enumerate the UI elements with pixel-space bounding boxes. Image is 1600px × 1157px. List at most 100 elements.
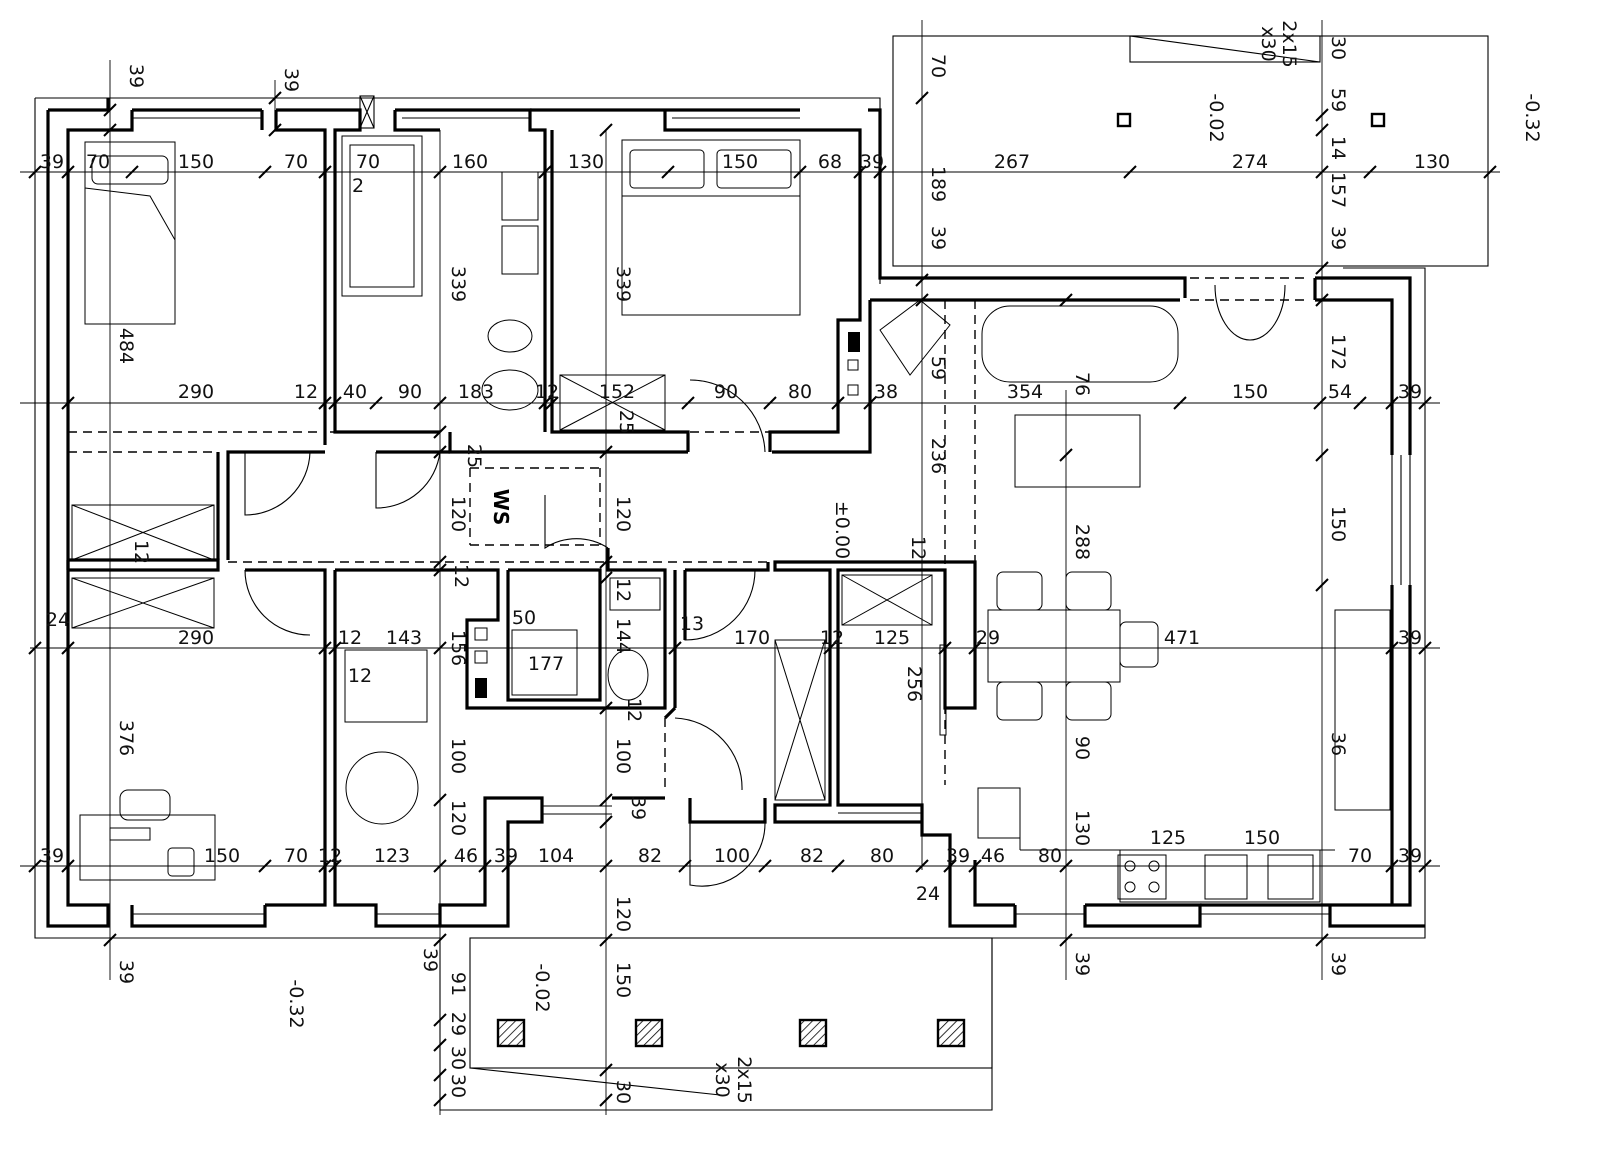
dimension-label: 80	[870, 845, 894, 867]
dimension-tick	[433, 165, 447, 179]
dimension-label: 12	[623, 698, 645, 722]
dimension-label: 39	[1398, 627, 1422, 649]
dimension-label: 150	[1244, 827, 1280, 849]
dimension-label: 2x15	[733, 1056, 755, 1104]
dimension-label: 39	[1327, 226, 1349, 250]
dimension-label: 150	[722, 151, 758, 173]
dimension-label: 170	[734, 627, 770, 649]
dimension-label: 12	[820, 627, 844, 649]
furniture	[71, 135, 1391, 903]
dimension-tick	[103, 103, 117, 117]
level-marker-label: ±0.00	[831, 501, 853, 559]
dimension-lines	[20, 20, 1500, 1115]
dimension-ticks	[28, 91, 1497, 1107]
dimension-label: 12	[294, 381, 318, 403]
dimension-label: 120	[612, 496, 634, 532]
dimension-label: 12	[535, 381, 559, 403]
dimension-label: 12	[450, 564, 472, 588]
dimension-tick	[433, 555, 447, 569]
dimension-label: 150	[204, 845, 240, 867]
dimension-label: 29	[976, 627, 1000, 649]
dimension-tick	[1059, 859, 1073, 873]
dimension-label: 30	[447, 1074, 469, 1098]
dimension-label: 30	[1327, 36, 1349, 60]
dimension-tick	[433, 641, 447, 655]
level-marker-label: -0.02	[1205, 93, 1227, 142]
dimension-label: 70	[86, 151, 110, 173]
dimension-label: 256	[903, 666, 925, 702]
dimension-label: 54	[1328, 381, 1352, 403]
dimension-label: 339	[447, 266, 469, 302]
dimension-label: 183	[458, 381, 494, 403]
dimension-tick	[258, 165, 272, 179]
dimension-tick	[831, 859, 845, 873]
dimension-label: 189	[927, 166, 949, 202]
dimension-tick	[1313, 396, 1327, 410]
dimension-label: 39	[115, 960, 137, 984]
level-marker-label: -0.02	[531, 963, 553, 1012]
dimension-label: 70	[284, 845, 308, 867]
dimension-label: 90	[1071, 736, 1093, 760]
dimension-label: 100	[447, 738, 469, 774]
dimension-label: 14	[1327, 136, 1349, 160]
dimension-label: 152	[599, 381, 635, 403]
dimension-tick	[1315, 165, 1329, 179]
dimension-tick	[763, 396, 777, 410]
dimension-label: 39	[40, 151, 64, 173]
dimension-label: 25	[463, 444, 485, 468]
dimension-tick	[433, 396, 447, 410]
door-swings	[244, 284, 1286, 887]
level-marker-label: -0.32	[1521, 93, 1543, 142]
dimension-label: 177	[528, 653, 564, 675]
dimension-label: 39	[1398, 845, 1422, 867]
dimension-tick	[1353, 396, 1367, 410]
dimension-tick	[915, 273, 929, 287]
dimension-label: 125	[874, 627, 910, 649]
dimension-label: 90	[714, 381, 738, 403]
dimension-label: 59	[1327, 88, 1349, 112]
dimension-label: x30	[711, 1062, 733, 1097]
dimension-label: 290	[178, 381, 214, 403]
dimension-tick	[1173, 396, 1187, 410]
ws-label: WS	[489, 489, 513, 525]
dimension-label: 39	[40, 845, 64, 867]
dimension-label: 91	[447, 972, 469, 996]
dimension-label: 12	[338, 627, 362, 649]
dimension-label: 39	[419, 948, 441, 972]
walls	[46, 98, 1425, 928]
dimension-label: 104	[538, 845, 574, 867]
dimension-label: 30	[612, 1080, 634, 1104]
dimension-tick	[599, 1093, 613, 1107]
dimension-label: 156	[447, 630, 469, 666]
dimension-tick	[599, 123, 613, 137]
level-markers: -0.02-0.32±0.00-0.02-0.32	[285, 93, 1543, 1028]
outer-contour	[34, 35, 1489, 1111]
dimension-tick	[103, 933, 117, 947]
dimension-label: 39	[1398, 381, 1422, 403]
dimension-tick	[1315, 123, 1329, 137]
dimension-label: 100	[714, 845, 750, 867]
dimension-label: 39	[946, 845, 970, 867]
dimension-label: 130	[1071, 810, 1093, 846]
dimension-label: 39	[125, 64, 147, 88]
dimension-label: 80	[1038, 845, 1062, 867]
dimension-tick	[758, 859, 772, 873]
dashed-lines	[68, 277, 1310, 823]
windows	[132, 95, 1411, 915]
dimension-label: 2x15	[1278, 20, 1300, 68]
dimension-label: 39	[860, 151, 884, 173]
dimension-label: 150	[1327, 506, 1349, 542]
dimension-label: 29	[447, 1012, 469, 1036]
dimension-label: 120	[447, 496, 469, 532]
dimension-label: 82	[800, 845, 824, 867]
dimension-tick	[369, 396, 383, 410]
dimension-label: 123	[374, 845, 410, 867]
dimension-label: 24	[46, 609, 70, 631]
dimension-label: 150	[612, 962, 634, 998]
dimension-tick	[599, 933, 613, 947]
dimension-label: 30	[447, 1046, 469, 1070]
dimension-label: 90	[398, 381, 422, 403]
dimension-label: 70	[284, 151, 308, 173]
